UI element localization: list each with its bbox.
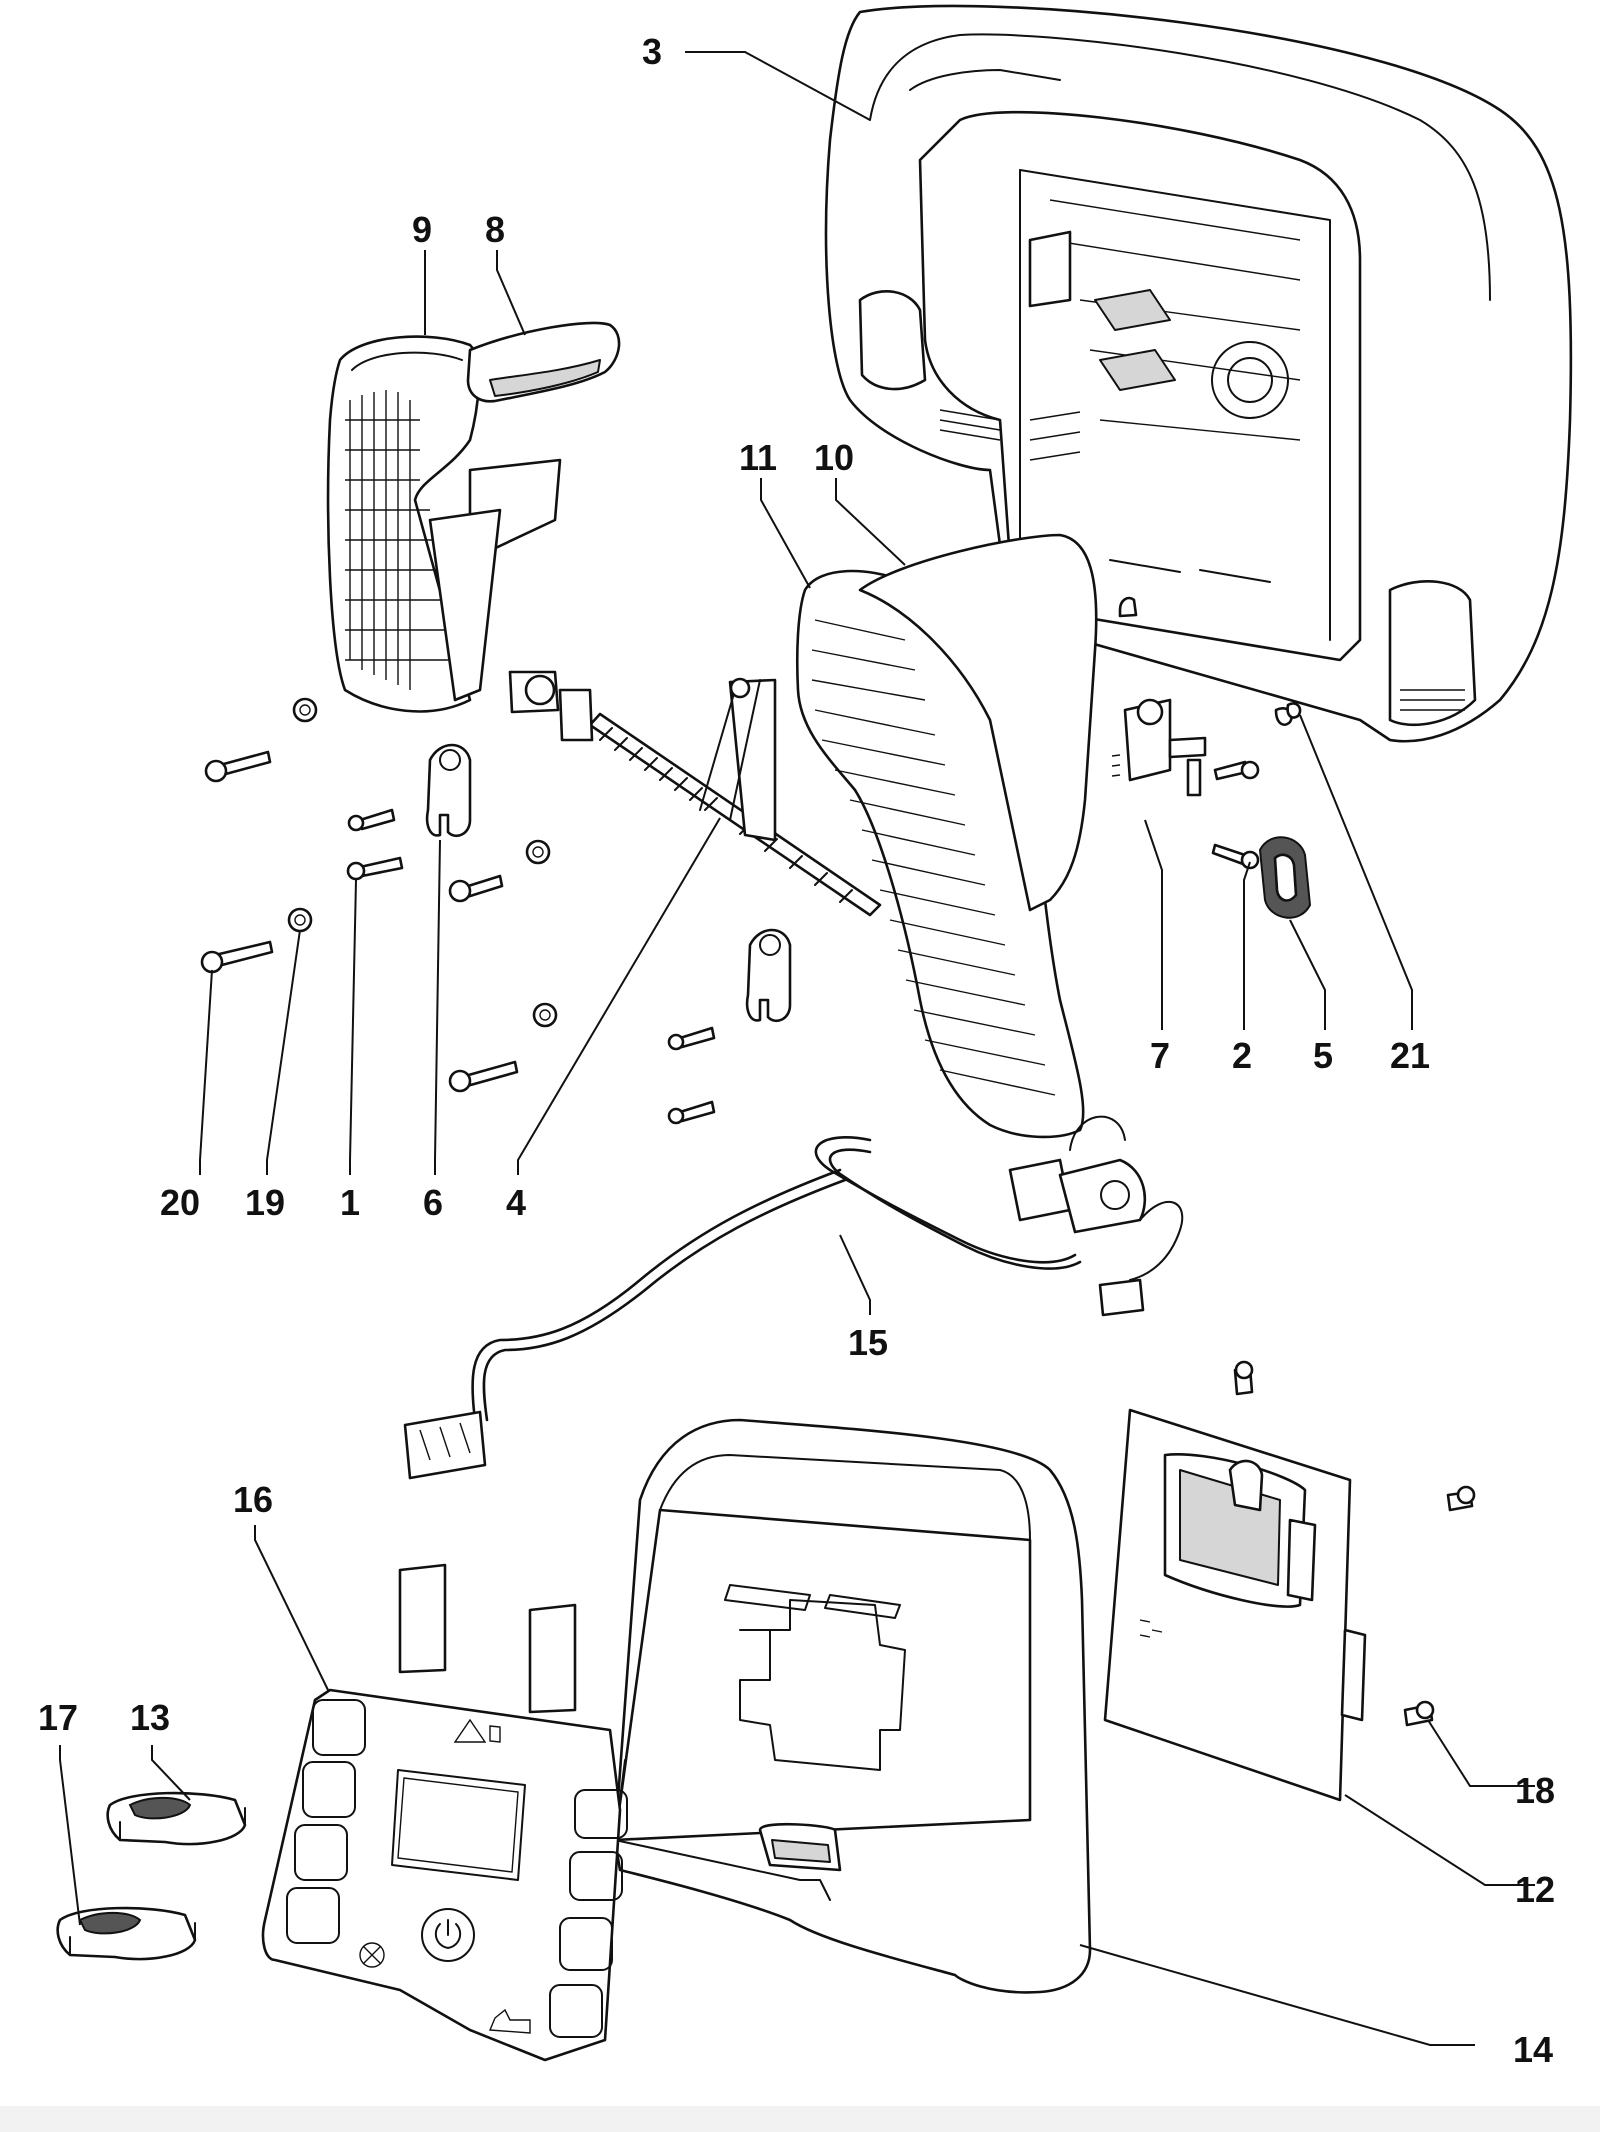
part-17-button — [56, 1906, 197, 1961]
washer-19 — [287, 907, 313, 933]
part-15-wiring-harness — [403, 1115, 1184, 1480]
washer-lower-mid — [532, 1002, 558, 1028]
part-8-handle-lever — [466, 321, 621, 403]
callout-7: 7 — [1150, 1035, 1170, 1076]
screw-1 — [346, 856, 404, 881]
callout-1: 1 — [340, 1182, 360, 1223]
callout-11: 11 — [739, 437, 777, 478]
part-12-circuit-board — [1103, 1408, 1367, 1802]
leader-20 — [199, 969, 213, 1175]
leader-1 — [349, 879, 357, 1175]
callout-2: 2 — [1232, 1035, 1252, 1076]
grip-11-texture — [811, 619, 1056, 1096]
callout-18: 18 — [1515, 1770, 1555, 1811]
leader-17 — [59, 1745, 81, 1926]
leader-6 — [434, 839, 441, 1175]
leader-18 — [1427, 1719, 1535, 1787]
callout-labels: 3 9 8 11 10 7 2 5 21 20 19 1 6 4 15 16 1… — [38, 31, 1555, 2070]
callout-19: 19 — [245, 1182, 285, 1223]
washer-mid — [525, 839, 551, 865]
leader-21 — [1299, 714, 1413, 1030]
part-7-switch — [1111, 698, 1207, 797]
callout-14: 14 — [1513, 2029, 1553, 2070]
callout-9: 9 — [412, 209, 432, 250]
leader-10 — [835, 478, 906, 566]
part-5-grommet — [1258, 836, 1312, 919]
leader-15 — [839, 1234, 871, 1315]
screw-2 — [1211, 843, 1260, 870]
leader-12 — [1344, 1794, 1535, 1886]
screw-top-12 — [1233, 1360, 1254, 1396]
screw-lower-mid — [448, 1060, 519, 1093]
leader-11 — [760, 478, 811, 589]
callout-20: 20 — [160, 1182, 200, 1223]
part-6-clamp — [425, 743, 792, 1022]
callout-10: 10 — [814, 437, 854, 478]
part-4-spline-shaft — [508, 670, 882, 917]
callout-13: 13 — [130, 1697, 170, 1738]
callout-16: 16 — [233, 1479, 273, 1520]
fasteners — [200, 697, 1476, 1727]
part-14-front-console — [613, 1418, 1092, 1994]
leader-8 — [496, 250, 526, 336]
callout-4: 4 — [506, 1182, 526, 1223]
screw-small-left — [347, 808, 396, 832]
callout-5: 5 — [1313, 1035, 1333, 1076]
screw-18 — [1403, 1700, 1435, 1727]
leader-19 — [266, 929, 301, 1175]
leader-2 — [1243, 861, 1251, 1030]
screw-mid — [448, 874, 504, 903]
callout-17: 17 — [38, 1697, 78, 1738]
callout-8: 8 — [485, 209, 505, 250]
leader-5 — [1289, 919, 1326, 1030]
leader-3 — [685, 51, 871, 121]
grip-9-texture — [345, 390, 460, 690]
leader-14 — [1079, 1944, 1475, 2046]
screw-upper-left — [204, 750, 272, 783]
leader-4 — [517, 817, 721, 1175]
screw-right-12 — [1446, 1485, 1476, 1512]
leader-16 — [254, 1525, 329, 1691]
leader-7 — [1144, 819, 1163, 1030]
part-16-keypad-overlay — [261, 1563, 628, 2062]
bottom-margin-band — [0, 2106, 1600, 2132]
part-9-left-grip — [326, 335, 562, 713]
callout-15: 15 — [848, 1322, 888, 1363]
washer-upper-left — [292, 697, 318, 723]
screw-small-mid-a — [667, 1026, 716, 1051]
part-13-button — [106, 1791, 247, 1846]
screw-2-upper — [1213, 760, 1260, 781]
callout-21: 21 — [1390, 1035, 1430, 1076]
part-10-grip-cover — [858, 533, 1098, 912]
leader-13 — [151, 1745, 191, 1801]
leader-lines — [59, 51, 1535, 2046]
callout-6: 6 — [423, 1182, 443, 1223]
callout-12: 12 — [1515, 1869, 1555, 1910]
screw-20 — [200, 940, 274, 974]
stud-21 — [1286, 702, 1302, 719]
callout-3: 3 — [642, 31, 662, 72]
screw-small-mid-b — [667, 1100, 716, 1125]
